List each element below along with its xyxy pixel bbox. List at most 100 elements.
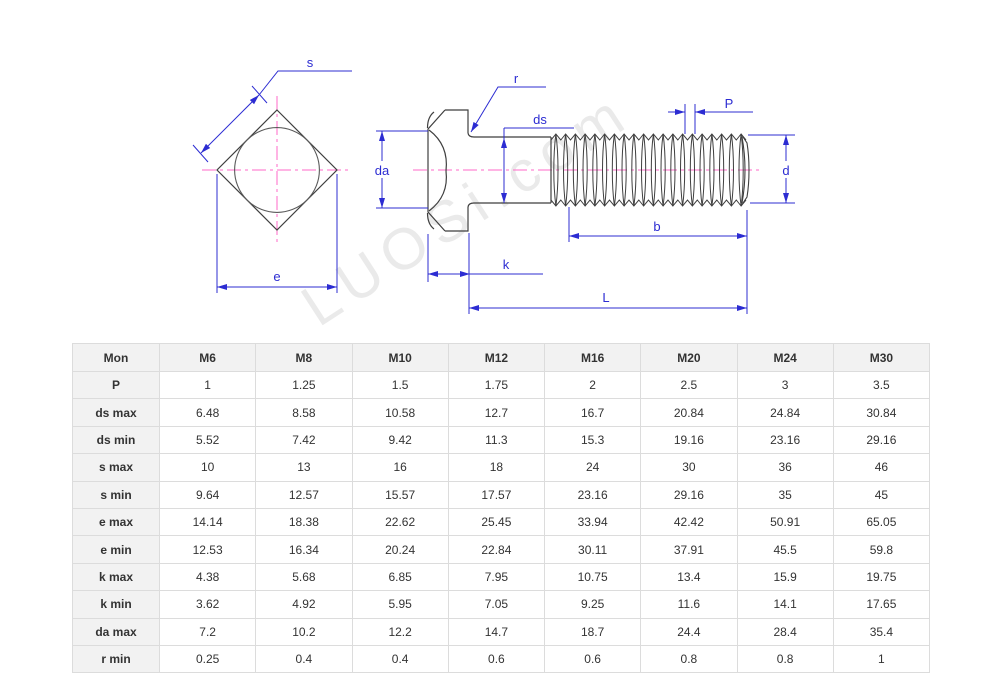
table-cell: 18.38 (255, 507, 353, 537)
inscribed-circle (234, 127, 320, 213)
table-cell: 1 (158, 370, 257, 400)
table-cell: 23.16 (736, 425, 834, 455)
table-cell: 7.05 (447, 590, 546, 619)
column-header: M8 (255, 343, 353, 372)
table-cell: 25.45 (447, 507, 546, 537)
table-cell: 5.95 (351, 590, 449, 619)
dimension-e (216, 174, 338, 293)
table-cell: 0.6 (447, 644, 546, 674)
table-cell: 16.34 (255, 535, 353, 564)
table-cell: 1.75 (447, 370, 546, 400)
table-cell: 10.75 (543, 562, 642, 592)
table-cell: 7.95 (447, 562, 546, 592)
table-cell: 30 (640, 453, 738, 482)
table-cell: 20.24 (351, 535, 449, 564)
table-cell: 7.42 (255, 425, 353, 455)
bolt-head-outline (426, 109, 469, 232)
table-cell: 28.4 (736, 617, 834, 646)
da-label-bg (370, 161, 395, 178)
table-cell: 29.16 (640, 480, 738, 509)
table-cell: 6.48 (158, 398, 257, 427)
table-cell: 3 (736, 370, 834, 400)
row-header: ds min (72, 425, 160, 455)
bolt-shank-outline (467, 132, 552, 208)
dim-label-e: e (273, 269, 280, 284)
column-header-mon: Mon (72, 343, 160, 372)
column-header: M20 (640, 343, 738, 372)
table-cell: 6.85 (351, 562, 449, 592)
row-header: r min (72, 644, 160, 674)
table-cell: 19.75 (832, 562, 931, 592)
table-cell: 10.2 (255, 617, 353, 646)
table-cell: 2.5 (640, 370, 738, 400)
table-cell: 16 (351, 453, 449, 482)
table-cell: 24.84 (736, 398, 834, 427)
row-header: s max (72, 453, 160, 482)
column-header: M30 (832, 343, 931, 372)
dimension-r-leader (470, 86, 546, 133)
table-cell: 1.5 (351, 370, 449, 400)
table-cell: 33.94 (543, 507, 642, 537)
table-cell: 9.25 (543, 590, 642, 619)
table-cell: 13 (255, 453, 353, 482)
table-cell: 23.16 (543, 480, 642, 509)
table-cell: 0.4 (351, 644, 449, 674)
table-cell: 2 (543, 370, 642, 400)
dimension-ds (501, 127, 574, 203)
row-header: P (72, 370, 160, 400)
dim-label-d: d (782, 163, 789, 178)
bolt-dimension-diagram: s e (192, 55, 795, 314)
row-header: da max (72, 617, 160, 646)
column-header: M10 (351, 343, 449, 372)
table-cell: 5.68 (255, 562, 353, 592)
table-cell: 12.7 (447, 398, 546, 427)
table-cell: 15.3 (543, 425, 642, 455)
table-cell: 45.5 (736, 535, 834, 564)
table-cell: 10.58 (351, 398, 449, 427)
table-cell: 0.8 (640, 644, 738, 674)
table-cell: 46 (832, 453, 931, 482)
dimension-b (568, 207, 747, 242)
table-cell: 5.52 (158, 425, 257, 455)
table-cell: 11.6 (640, 590, 738, 619)
table-cell: 35.4 (832, 617, 931, 646)
table-cell: 19.16 (640, 425, 738, 455)
dimension-s (192, 70, 352, 163)
table-cell: 0.25 (158, 644, 257, 674)
column-header: M24 (736, 343, 834, 372)
table-cell: 8.58 (255, 398, 353, 427)
dim-label-ds: ds (533, 112, 547, 127)
table-cell: 0.4 (255, 644, 353, 674)
table-cell: 3.5 (832, 370, 931, 400)
dim-label-P: P (725, 96, 734, 111)
table-cell: 16.7 (543, 398, 642, 427)
column-header: M6 (158, 343, 257, 372)
column-header: M12 (447, 343, 546, 372)
side-view-bolt: da r ds P (370, 71, 795, 314)
row-header: s min (72, 480, 160, 509)
row-header: k max (72, 562, 160, 592)
row-header: e max (72, 507, 160, 537)
front-view-square-head: s e (192, 55, 352, 293)
table-cell: 36 (736, 453, 834, 482)
table-cell: 42.42 (640, 507, 738, 537)
table-cell: 29.16 (832, 425, 931, 455)
table-cell: 24.4 (640, 617, 738, 646)
table-cell: 4.38 (158, 562, 257, 592)
dimension-L (468, 210, 748, 314)
table-cell: 0.8 (736, 644, 834, 674)
table-cell: 9.42 (351, 425, 449, 455)
dim-label-da: da (375, 163, 390, 178)
table-cell: 12.57 (255, 480, 353, 509)
table-cell: 18.7 (543, 617, 642, 646)
table-cell: 24 (543, 453, 642, 482)
table-cell: 22.84 (447, 535, 546, 564)
